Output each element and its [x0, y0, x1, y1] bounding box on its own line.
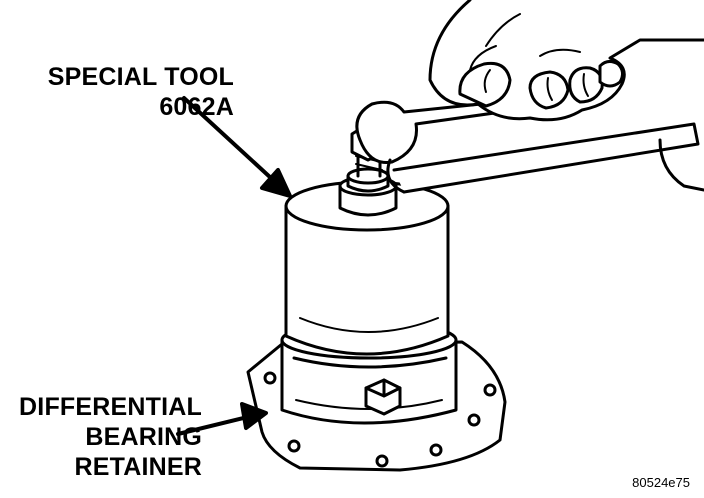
wrench [355, 98, 700, 194]
special-tool-label-line-1: SPECIAL TOOL [47, 63, 234, 91]
hex-bolt [364, 378, 402, 416]
retainer-label: DIFFERENTIAL BEARING RETAINER [2, 392, 202, 482]
retainer-arrow [176, 402, 268, 436]
special-tool-label: SPECIAL TOOL 6062A [26, 62, 234, 122]
retainer-label-line-2: BEARING [85, 423, 202, 451]
retainer-label-line-3: RETAINER [74, 453, 202, 481]
retainer-label-line-1: DIFFERENTIAL [19, 393, 202, 421]
hand [428, 0, 704, 192]
special-tool-body [284, 180, 450, 356]
special-tool-label-line-2: 6062A [159, 93, 234, 121]
figure-reference: 80524e75 [632, 475, 690, 490]
special-tool-arrow [182, 96, 292, 198]
